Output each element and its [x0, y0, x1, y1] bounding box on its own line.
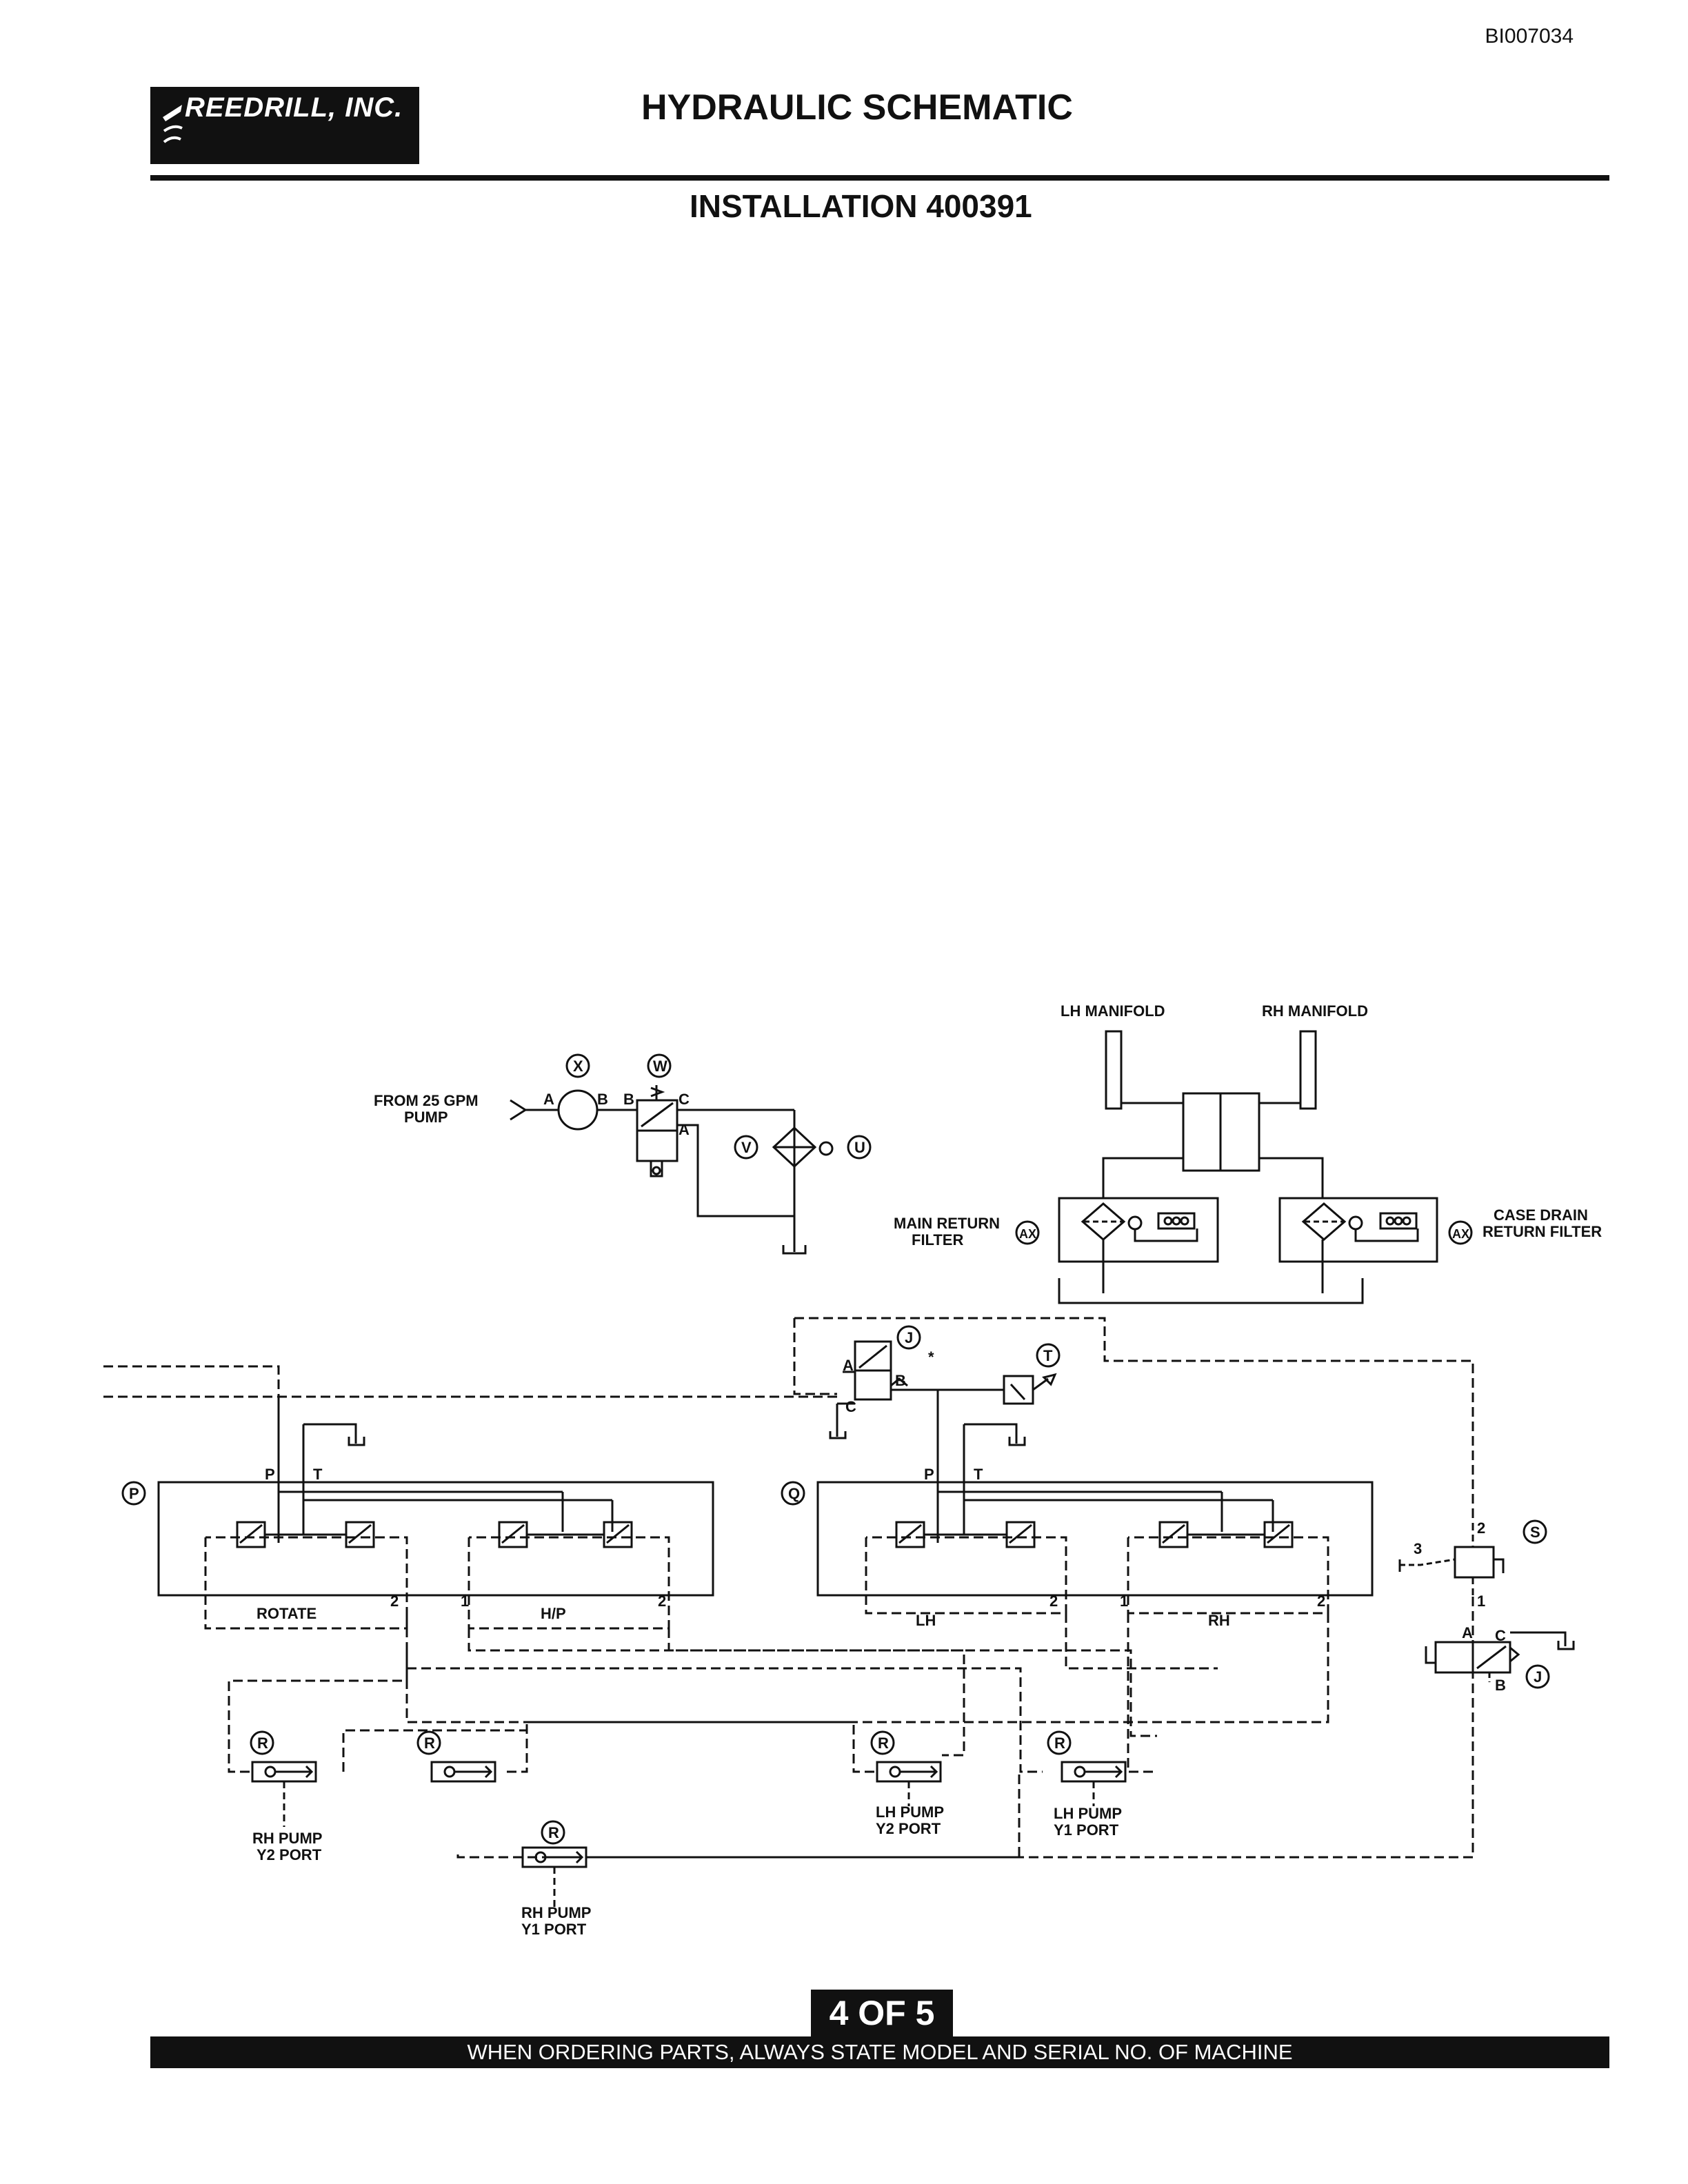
case-drain-label-2: RETURN FILTER — [1483, 1223, 1602, 1240]
callout-u: U — [854, 1139, 865, 1156]
port-c-valve-w: C — [679, 1091, 690, 1108]
callout-w: W — [653, 1058, 667, 1075]
hp-label: H/P — [541, 1605, 566, 1622]
port-b-valve-w: B — [623, 1091, 634, 1108]
callout-j-top: J — [905, 1329, 913, 1346]
port-2-rotate: 2 — [390, 1593, 399, 1610]
company-logo: REEDRILL, INC. — [150, 87, 419, 164]
port-b-valve-j: B — [895, 1372, 906, 1389]
port-c-lower-j: C — [1495, 1627, 1506, 1644]
callout-r-2: R — [424, 1735, 435, 1752]
header-rule — [150, 175, 1609, 181]
rh-pump-y1-label-1: RH PUMP — [521, 1904, 591, 1921]
port-p-manifold-q: P — [924, 1466, 934, 1483]
callout-p: P — [129, 1485, 139, 1502]
port-1-valve-s: 1 — [1477, 1593, 1485, 1610]
port-a-valve-w: A — [679, 1121, 690, 1138]
page-title: HYDRAULIC SCHEMATIC — [641, 88, 1073, 128]
port-2-hp: 2 — [658, 1593, 666, 1610]
port-t-manifold-p: T — [313, 1466, 323, 1483]
callout-j-bottom: J — [1534, 1668, 1542, 1686]
lh-manifold-label: LH MANIFOLD — [1061, 1002, 1165, 1020]
port-2-lh: 2 — [1049, 1593, 1058, 1610]
callout-ax-left: AX — [1019, 1227, 1036, 1241]
document-id: BI007034 — [1485, 25, 1574, 48]
callout-r-4: R — [1054, 1735, 1065, 1752]
rotate-label: ROTATE — [257, 1605, 316, 1622]
rh-pump-y2-label-2: Y2 PORT — [257, 1846, 322, 1863]
callout-q: Q — [788, 1485, 800, 1502]
lh-pump-y1-label-2: Y1 PORT — [1054, 1821, 1119, 1839]
port-1-hp: 1 — [461, 1593, 469, 1610]
callout-r-5: R — [548, 1824, 559, 1841]
asterisk-label: * — [928, 1348, 934, 1366]
port-a-valve-j: A — [843, 1357, 854, 1374]
footer-notice: WHEN ORDERING PARTS, ALWAYS STATE MODEL … — [150, 2036, 1609, 2068]
lh-pump-y2-label-1: LH PUMP — [876, 1803, 944, 1821]
callout-t: T — [1043, 1347, 1053, 1364]
main-return-label-1: MAIN RETURN — [894, 1215, 1000, 1232]
lh-pump-y2-label-2: Y2 PORT — [876, 1820, 941, 1837]
port-2-valve-s: 2 — [1477, 1519, 1485, 1537]
callout-v: V — [741, 1139, 752, 1156]
drill-logo-icon — [163, 105, 183, 143]
page-number: 4 OF 5 — [811, 1990, 953, 2036]
callout-r-3: R — [878, 1735, 889, 1752]
case-drain-label-1: CASE DRAIN — [1494, 1206, 1588, 1224]
port-a-pump: A — [543, 1091, 554, 1108]
port-2-rh: 2 — [1317, 1593, 1325, 1610]
main-return-label-2: FILTER — [912, 1231, 963, 1248]
rh-pump-y2-label-1: RH PUMP — [252, 1830, 322, 1847]
from-pump-label-2: PUMP — [404, 1109, 448, 1126]
port-1-rh: 1 — [1120, 1593, 1128, 1610]
port-t-manifold-q: T — [974, 1466, 983, 1483]
port-b-pump: B — [597, 1091, 608, 1108]
callout-ax-right: AX — [1452, 1227, 1469, 1241]
page-subtitle: INSTALLATION 400391 — [690, 188, 1032, 224]
port-a-lower-j: A — [1462, 1624, 1473, 1641]
callout-x: X — [573, 1058, 583, 1075]
callout-s: S — [1530, 1524, 1540, 1541]
port-p-manifold-p: P — [265, 1466, 275, 1483]
from-pump-label-1: FROM 25 GPM — [374, 1092, 479, 1109]
rh-label: RH — [1208, 1612, 1230, 1629]
rh-pump-y1-label-2: Y1 PORT — [521, 1921, 587, 1938]
logo-text: REEDRILL, INC. — [185, 92, 403, 123]
callout-r-1: R — [257, 1735, 268, 1752]
port-b-lower-j: B — [1495, 1677, 1506, 1694]
port-c-valve-j: C — [845, 1398, 856, 1415]
lh-label: LH — [916, 1612, 936, 1629]
rh-manifold-label: RH MANIFOLD — [1262, 1002, 1368, 1020]
port-3-valve-s: 3 — [1414, 1540, 1422, 1557]
lh-pump-y1-label-1: LH PUMP — [1054, 1805, 1122, 1822]
